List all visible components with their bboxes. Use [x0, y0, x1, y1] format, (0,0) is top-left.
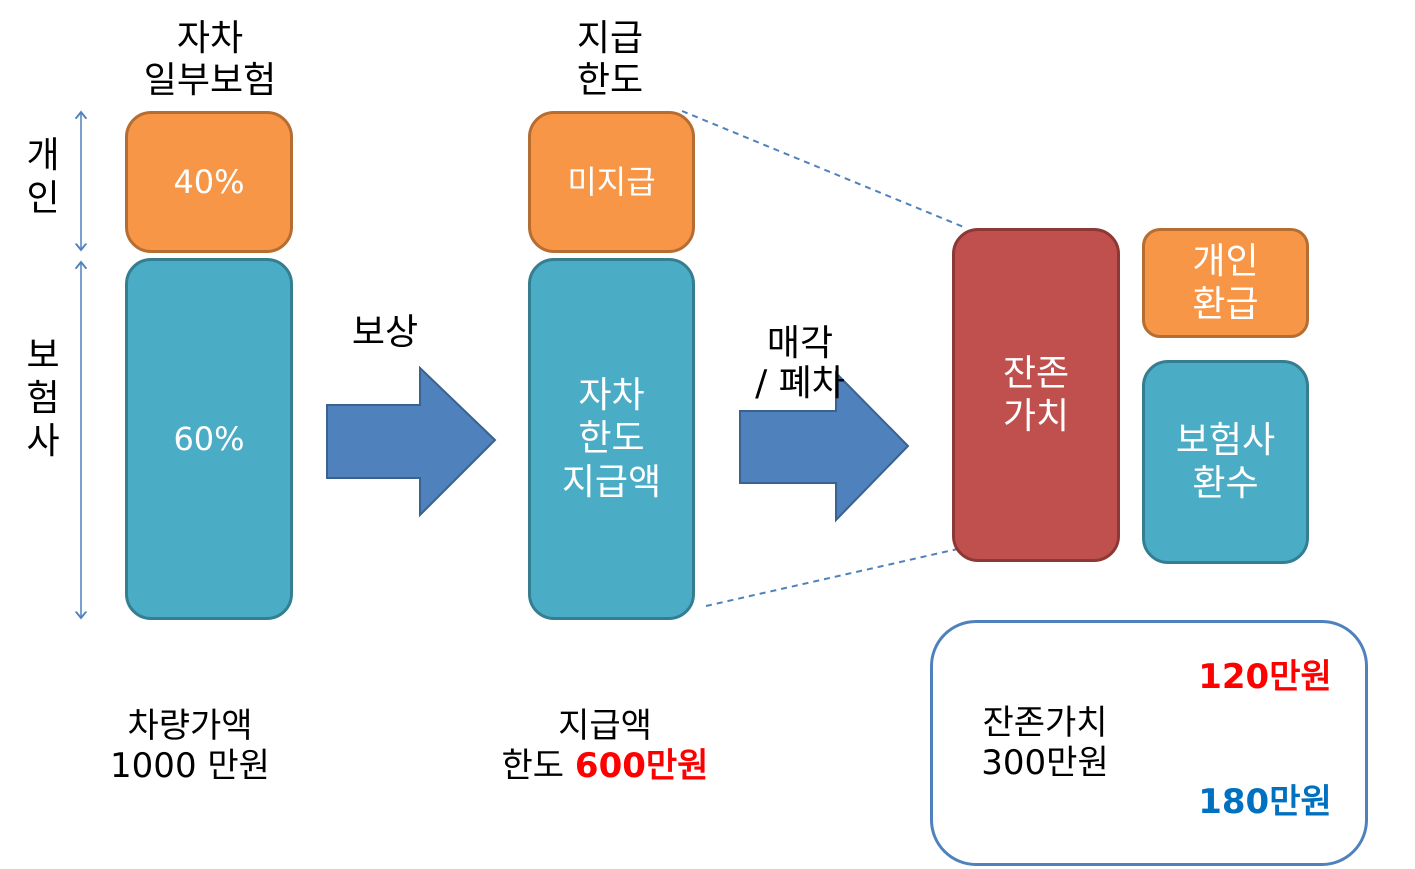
summary-personal-amount: 120만원 [1198, 657, 1332, 697]
side-label-insurer: 보 험 사 [26, 335, 60, 463]
arrow-2-shape [739, 370, 910, 523]
arrow-1-label: 보상 [351, 312, 419, 353]
personal-share-box: 40% [125, 111, 293, 253]
insurer-share-box: 60% [125, 258, 293, 620]
unpaid-label: 미지급 [567, 162, 656, 201]
vehicle-value-label: 차량가액 1000 만원 [110, 706, 270, 787]
payout-limit-amount: 600만원 [574, 746, 709, 787]
paid-limit-box: 자차 한도 지급액 [528, 258, 695, 620]
arrow-2-label: 매각 / 폐차 [755, 323, 845, 404]
col2-top-label: 지급 한도 [576, 18, 644, 102]
arrow-1-shape [326, 365, 497, 518]
zoom-line-top [681, 110, 967, 229]
summary-residual-text: 잔존가치 300만원 [981, 703, 1109, 784]
personal-refund-box: 개인 환급 [1142, 228, 1309, 338]
side-label-personal: 개 인 [26, 135, 60, 220]
payout-limit-label: 지급액 한도 600만원 [501, 706, 709, 787]
col1-top-label: 자차 일부보험 [143, 18, 277, 102]
summary-box [930, 620, 1368, 866]
zoom-line-bottom [705, 547, 963, 607]
insurer-recovery-box: 보험사 환수 [1142, 360, 1309, 564]
residual-value-box: 잔존 가치 [952, 228, 1120, 562]
insurer-share-value: 60% [173, 419, 245, 458]
personal-share-value: 40% [173, 162, 245, 201]
unpaid-box: 미지급 [528, 111, 695, 253]
summary-insurer-amount: 180만원 [1198, 782, 1332, 822]
